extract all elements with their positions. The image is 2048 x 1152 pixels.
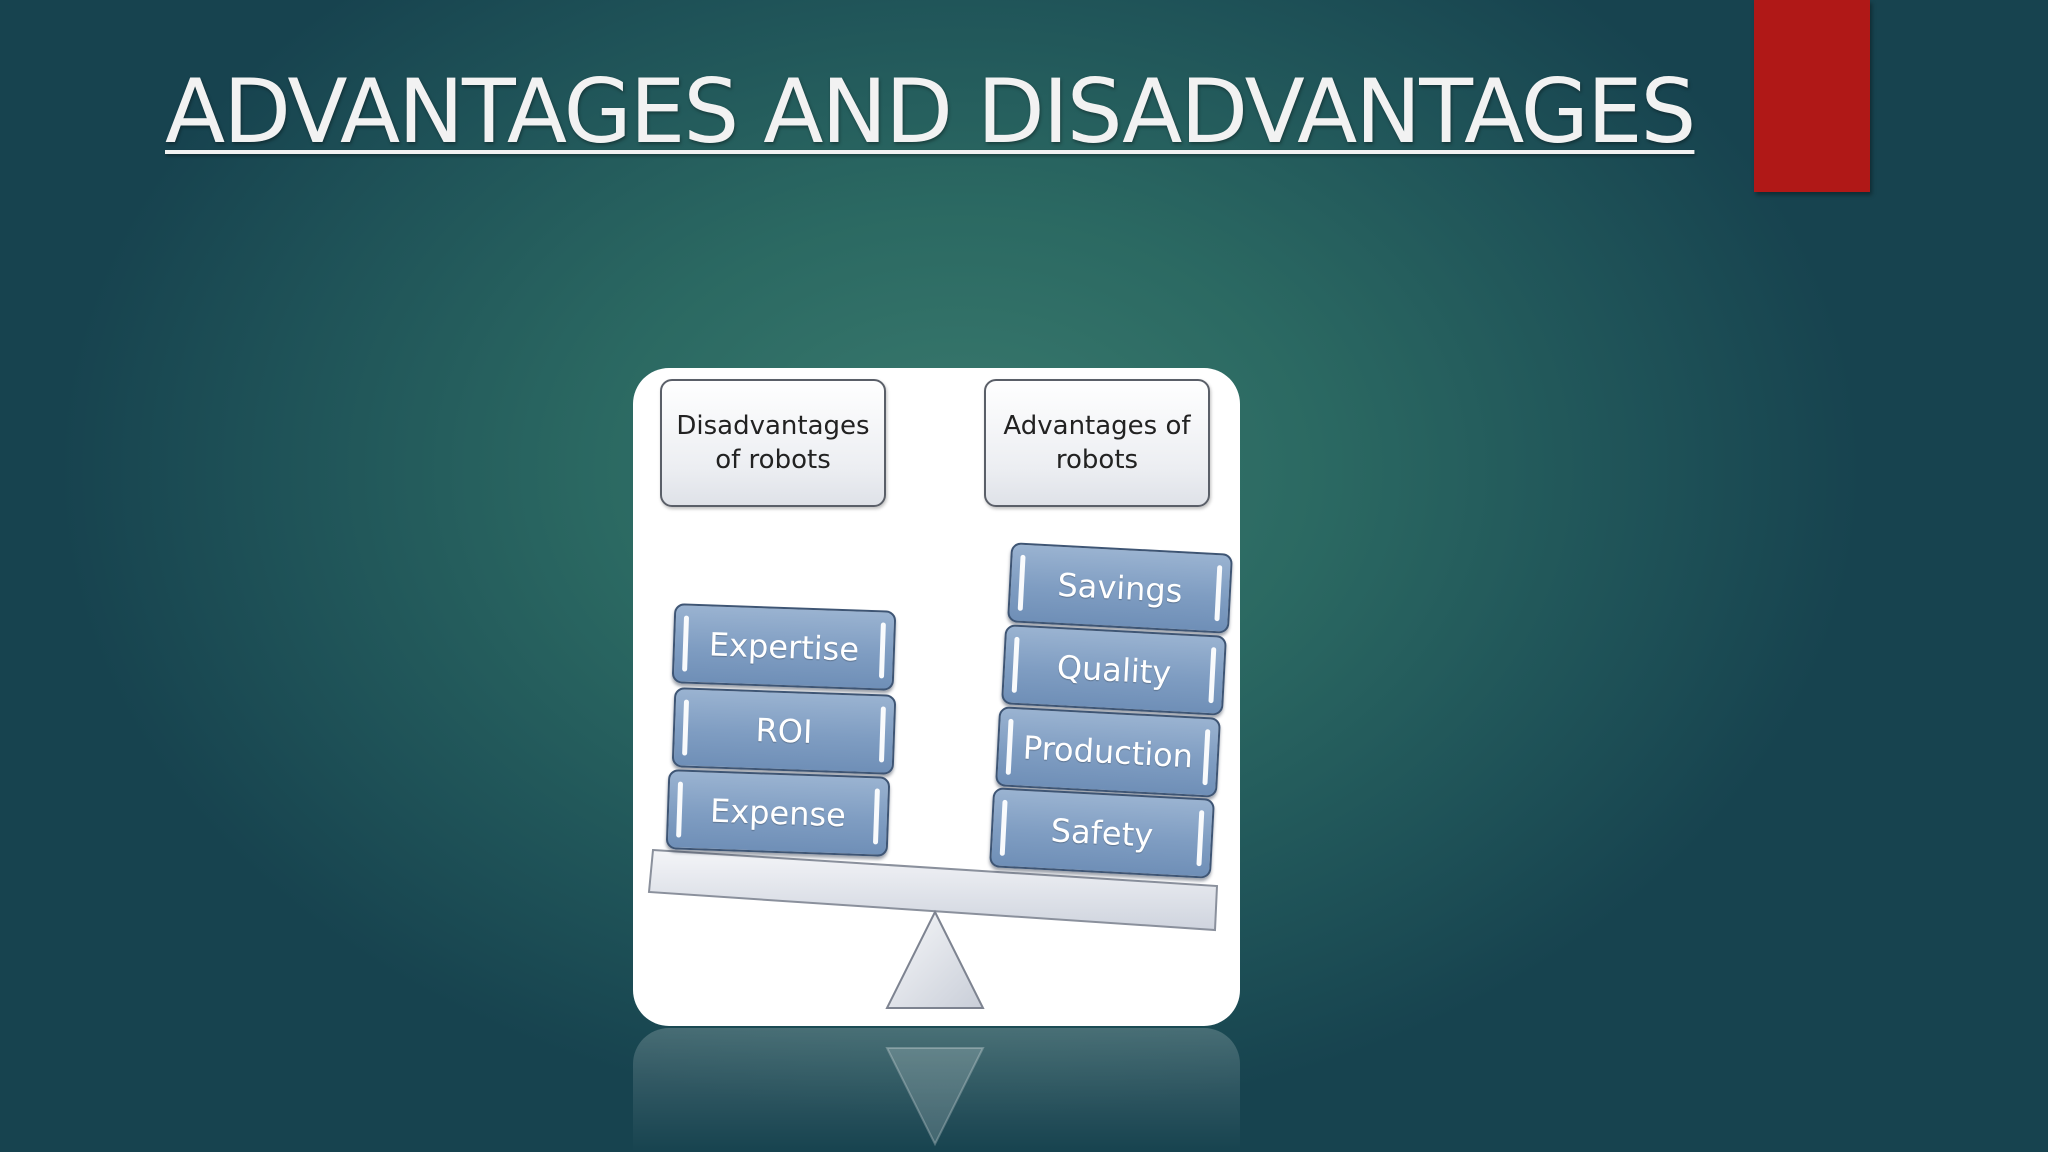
- advantages-header-line-2: robots: [1055, 445, 1139, 475]
- fulcrum-triangle: [885, 909, 985, 1009]
- advantages-header: Advantages of robots: [984, 379, 1210, 507]
- balance-beam: [647, 848, 1219, 932]
- slide-title: ADVANTAGES AND DISADVANTAGES: [165, 60, 1696, 163]
- disadvantages-header-line-2: of robots: [715, 445, 831, 475]
- advantages-header-line-1: Advantages of: [1003, 411, 1191, 441]
- block-roi: ROI: [671, 687, 897, 775]
- disadvantages-header-line-1: Disadvantages: [676, 411, 870, 441]
- block-quality: Quality: [1001, 624, 1227, 716]
- scale-beam-and-fulcrum: [647, 848, 1219, 1009]
- block-safety: Safety: [989, 787, 1215, 879]
- block-expertise: Expertise: [671, 603, 897, 691]
- disadvantages-header: Disadvantages of robots: [660, 379, 886, 507]
- block-production: Production: [995, 706, 1221, 798]
- accent-tab: [1754, 0, 1870, 192]
- block-expense: Expense: [665, 769, 891, 857]
- diagram-reflection: [633, 1028, 1240, 1152]
- balance-diagram: Disadvantages of robots Advantages of ro…: [633, 368, 1240, 1026]
- block-savings: Savings: [1007, 542, 1233, 634]
